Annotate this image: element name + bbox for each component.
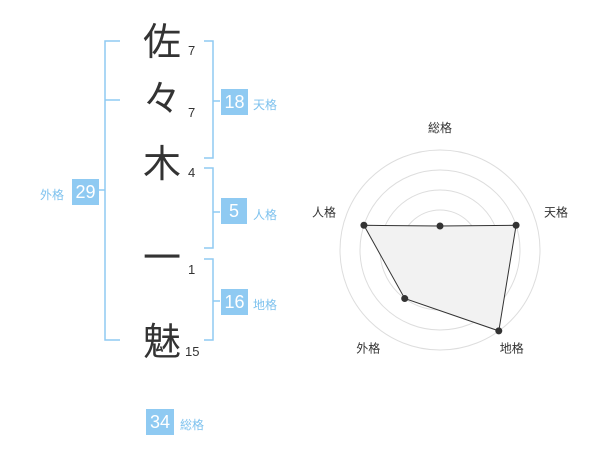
chikaku-value-badge: 16	[221, 289, 248, 315]
name-char-3: 木	[142, 142, 181, 186]
radar-points	[360, 221, 520, 335]
stroke-count-4: 1	[188, 262, 196, 277]
name-char-1: 佐	[142, 20, 181, 64]
stroke-count-5: 15	[185, 344, 200, 359]
stroke-count-3: 4	[188, 165, 196, 180]
tenkaku-bracket	[204, 40, 214, 159]
radar-axis-label-5: 人格	[312, 204, 336, 219]
radar-axis-label-1: 総格	[428, 120, 452, 135]
stroke-count-2: 7	[188, 105, 196, 120]
stroke-count-1: 7	[188, 43, 196, 58]
radar-axis-label-4: 外格	[356, 341, 380, 356]
radar-area-polygon	[363, 224, 517, 332]
chikaku-label: 地格	[253, 298, 278, 312]
soukaku-value-badge: 34	[146, 409, 174, 435]
chikaku-bracket	[204, 258, 214, 341]
jinkaku-value-badge: 5	[221, 198, 247, 224]
radar-point-2	[512, 221, 520, 229]
tenkaku-value-badge: 18	[221, 89, 248, 115]
soukaku-label: 総格	[180, 418, 205, 432]
name-char-5: 魅	[142, 320, 181, 364]
jinkaku-bracket	[204, 167, 214, 249]
name-char-4: 一	[142, 236, 181, 280]
gaikaku-label: 外格	[40, 188, 65, 202]
gaikaku-value-badge: 29	[72, 179, 99, 205]
radar-point-3	[495, 327, 503, 335]
brackets-layer	[90, 40, 220, 341]
radar-axis-label-2: 天格	[544, 204, 568, 219]
radar-point-1	[436, 222, 444, 230]
radar-axis-label-3: 地格	[500, 341, 524, 356]
radar-point-4	[401, 295, 409, 303]
jinkaku-label: 人格	[253, 208, 278, 222]
radar-ring-4	[359, 169, 521, 331]
tenkaku-label: 天格	[253, 98, 278, 112]
radar-point-5	[360, 221, 368, 229]
name-char-2: 々	[142, 77, 181, 121]
radar-ring-5	[339, 149, 541, 351]
